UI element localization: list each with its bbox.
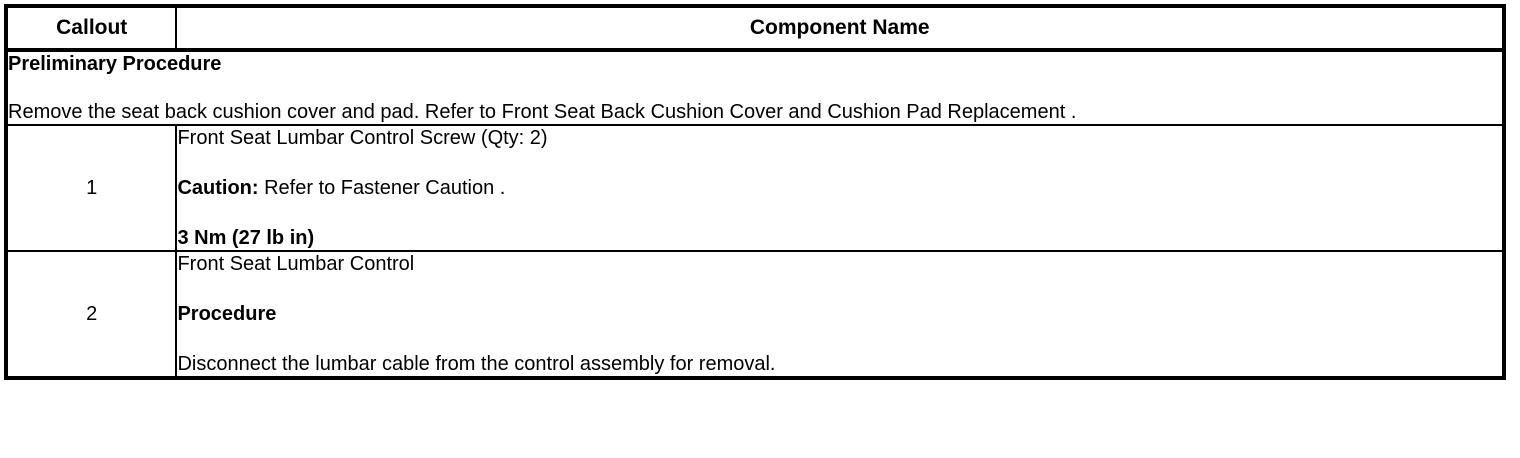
component-name-2: Front Seat Lumbar Control (177, 253, 415, 275)
table-header-row: Callout Component Name (6, 6, 1504, 52)
column-header-callout: Callout (6, 6, 178, 52)
preliminary-procedure-text: Remove the seat back cushion cover and p… (8, 101, 1077, 123)
preliminary-procedure-row: Preliminary Procedure Remove the seat ba… (6, 50, 1504, 126)
column-header-component-name: Component Name (176, 6, 1504, 52)
component-callout-table: Callout Component Name Preliminary Proce… (4, 4, 1506, 380)
callout-number-2: 2 (6, 251, 178, 378)
procedure-text-2: Disconnect the lumbar cable from the con… (177, 353, 776, 375)
torque-spec-1: 3 Nm (27 lb in) (177, 227, 315, 249)
preliminary-procedure-title: Preliminary Procedure (8, 53, 222, 75)
table-row: 2 Front Seat Lumbar Control Procedure Di… (6, 251, 1504, 378)
procedure-label-2: Procedure (177, 303, 277, 325)
preliminary-procedure-cell: Preliminary Procedure Remove the seat ba… (6, 50, 1504, 126)
component-name-1: Front Seat Lumbar Control Screw (Qty: 2) (177, 127, 548, 149)
caution-line-1: Caution: Refer to Fastener Caution . (177, 176, 1502, 200)
component-detail-cell-1: Front Seat Lumbar Control Screw (Qty: 2)… (176, 125, 1504, 252)
component-detail-cell-2: Front Seat Lumbar Control Procedure Disc… (176, 251, 1504, 378)
callout-number-1: 1 (6, 125, 178, 252)
table-row: 1 Front Seat Lumbar Control Screw (Qty: … (6, 125, 1504, 252)
caution-text-1: Refer to Fastener Caution . (258, 177, 506, 199)
caution-label-1: Caution: (177, 177, 259, 199)
